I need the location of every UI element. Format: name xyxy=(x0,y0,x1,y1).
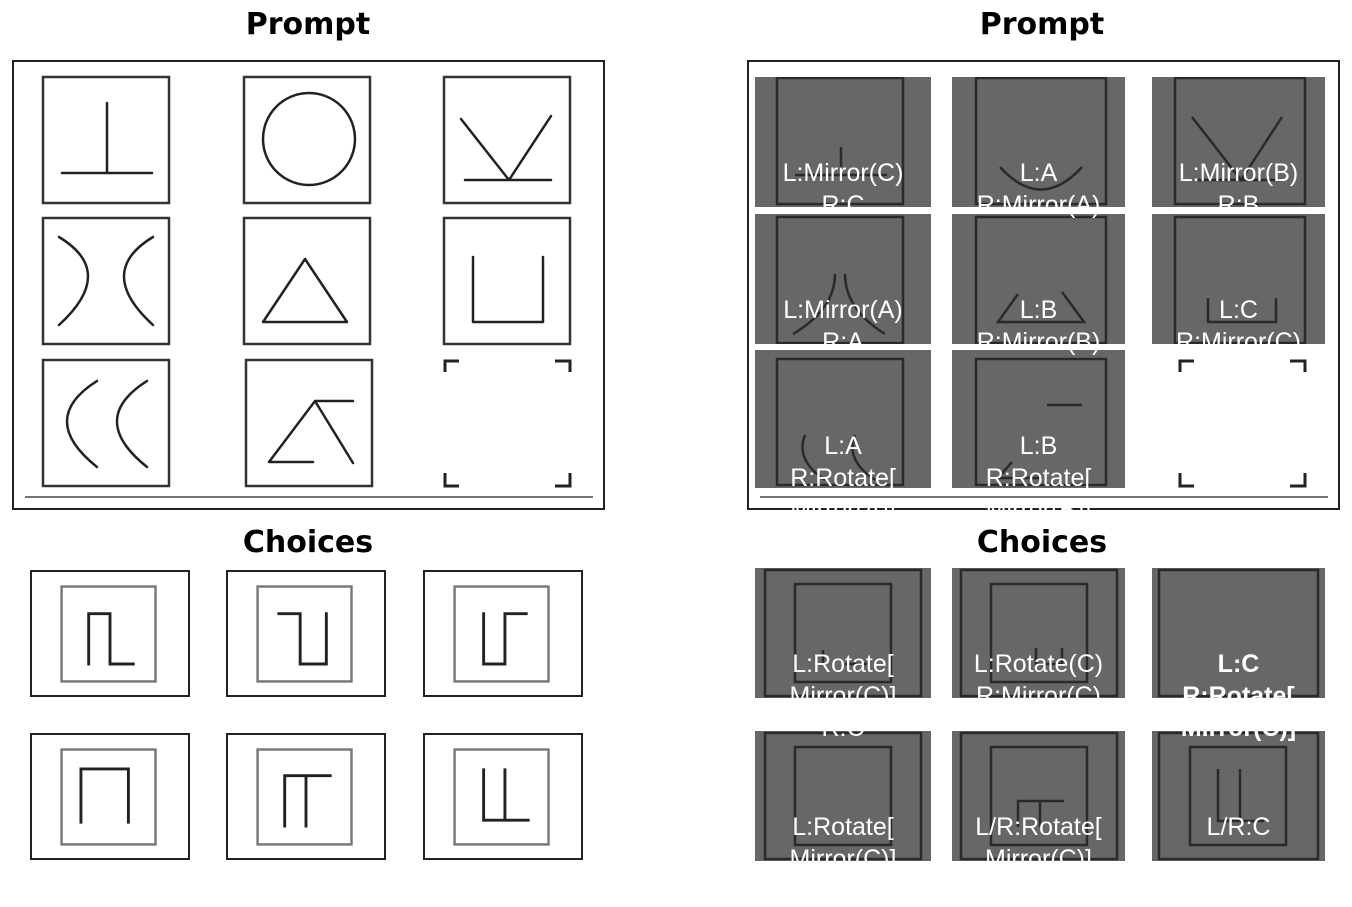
right-prompt-cell-6: L:C R:Mirror(C) xyxy=(1152,214,1325,356)
left-choice-4[interactable] xyxy=(30,733,190,860)
left-choice-1[interactable] xyxy=(30,570,190,697)
left-choices-title: Choices xyxy=(242,525,374,560)
left-prompt-cell-8 xyxy=(244,358,374,488)
right-prompt-title: Prompt xyxy=(979,7,1105,42)
left-prompt-missing-cell xyxy=(443,359,572,488)
right-prompt-cell-8: L:B R:Rotate[ Mirror(B)] xyxy=(952,350,1125,524)
right-prompt-missing-cell xyxy=(1178,359,1307,488)
right-choice-5[interactable]: L/R:Rotate[ Mirror(C)] xyxy=(952,731,1125,873)
right-choice-6[interactable]: L/R:C xyxy=(1152,731,1325,861)
left-prompt-cell-5 xyxy=(242,216,372,346)
left-prompt-cell-4 xyxy=(41,216,171,346)
right-choice-2[interactable]: L:Rotate(C) R:Mirror(C) xyxy=(952,568,1125,710)
right-choices-title: Choices xyxy=(976,525,1108,560)
right-prompt-cell-2: L:A R:Mirror(A) xyxy=(952,77,1125,219)
left-choice-3[interactable] xyxy=(423,570,583,697)
right-prompt-cell-5: L:B R:Mirror(B) xyxy=(952,214,1125,356)
left-prompt-baseline xyxy=(25,496,593,498)
right-choice-1[interactable]: L:Rotate[ Mirror(C)] R:C xyxy=(755,568,931,742)
left-prompt-cell-6 xyxy=(442,216,572,346)
right-prompt-cell-7: L:A R:Rotate[ Mirror(A)] xyxy=(755,350,931,524)
right-prompt-cell-4: L:Mirror(A) R:A xyxy=(755,214,931,356)
left-prompt-frame xyxy=(12,60,605,510)
right-choice-3[interactable]: L:C R:Rotate[ Mirror(C)] xyxy=(1152,568,1325,742)
left-choice-6[interactable] xyxy=(423,733,583,860)
left-prompt-cell-7 xyxy=(41,358,171,488)
left-choice-5[interactable] xyxy=(226,733,386,860)
left-prompt-cell-2 xyxy=(242,75,372,205)
left-choice-2[interactable] xyxy=(226,570,386,697)
left-prompt-cell-1 xyxy=(41,75,171,205)
right-choice-4[interactable]: L:Rotate[ Mirror(C)] R:Rotate(C) xyxy=(755,731,931,905)
right-prompt-cell-1: L:Mirror(C) R:C xyxy=(755,77,931,219)
right-prompt-cell-3: L:Mirror(B) R:B xyxy=(1152,77,1325,219)
left-prompt-cell-3 xyxy=(442,75,572,205)
left-prompt-title: Prompt xyxy=(245,7,371,42)
right-prompt-baseline xyxy=(760,496,1328,498)
